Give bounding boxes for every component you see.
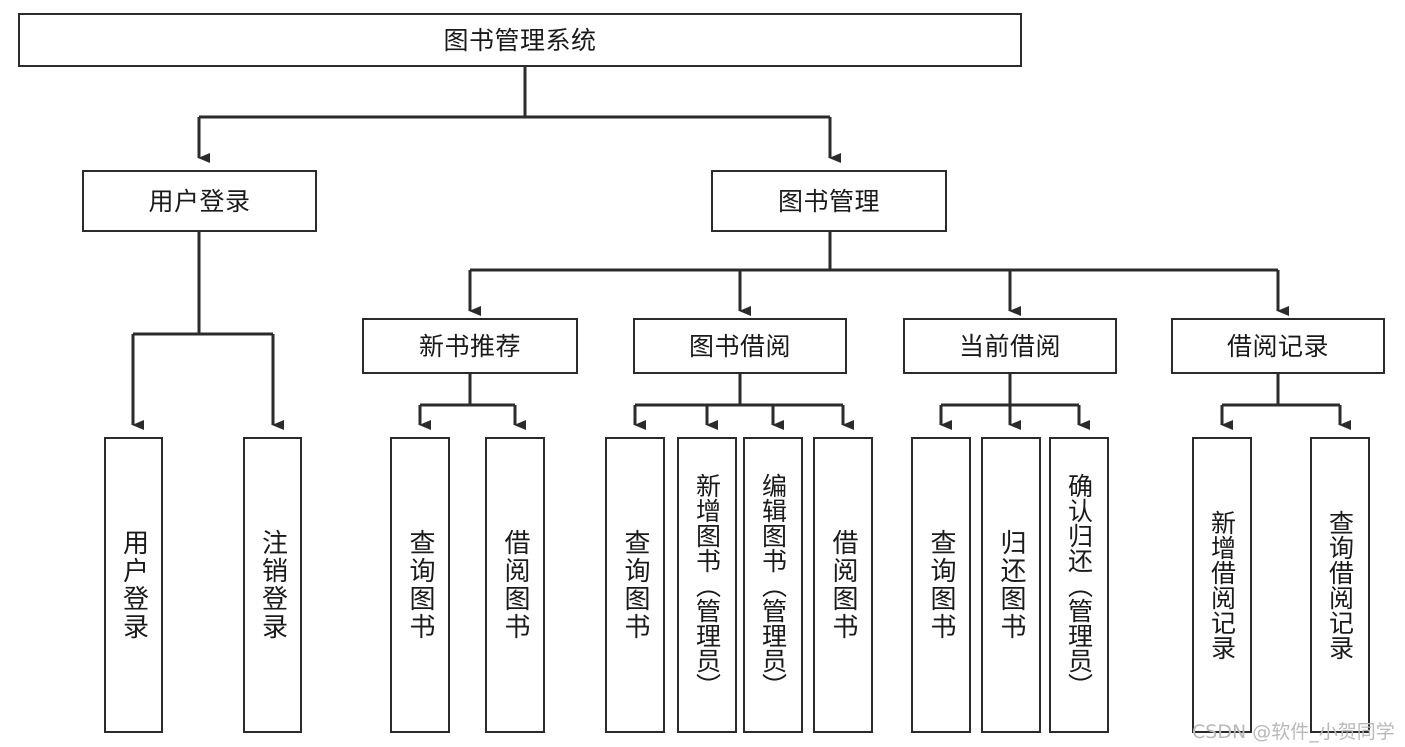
leaf-add-book-admin[interactable]: 新增图书（管理员）: [677, 437, 737, 733]
node-label: 查询图书: [620, 529, 650, 641]
node-label: 注销登录: [257, 529, 288, 641]
node-label: 用户登录: [118, 529, 149, 641]
node-book-borrow[interactable]: 图书借阅: [633, 318, 847, 374]
node-root-library-system[interactable]: 图书管理系统: [18, 13, 1022, 67]
leaf-query-books-current[interactable]: 查询图书: [911, 437, 971, 733]
node-label: 图书管理系统: [443, 25, 597, 55]
node-label: 借阅图书: [500, 529, 530, 641]
leaf-logout[interactable]: 注销登录: [243, 437, 302, 733]
leaf-borrow-books-recommend[interactable]: 借阅图书: [485, 437, 545, 733]
leaf-confirm-return-admin[interactable]: 确认归还（管理员）: [1049, 437, 1109, 733]
leaf-return-books[interactable]: 归还图书: [981, 437, 1041, 733]
leaf-query-books-borrow[interactable]: 查询图书: [605, 437, 665, 733]
node-book-management[interactable]: 图书管理: [711, 170, 947, 232]
node-label: 查询借阅记录: [1325, 510, 1355, 660]
csdn-watermark: CSDN @软件_小贺同学: [1192, 721, 1395, 743]
leaf-borrow-books[interactable]: 借阅图书: [813, 437, 873, 733]
node-new-book-recommend[interactable]: 新书推荐: [362, 318, 578, 374]
node-label: 借阅图书: [828, 529, 858, 641]
node-user-login[interactable]: 用户登录: [82, 170, 317, 232]
leaf-query-books-recommend[interactable]: 查询图书: [390, 437, 450, 733]
node-label: 查询图书: [405, 529, 435, 641]
node-current-borrow[interactable]: 当前借阅: [903, 318, 1117, 374]
node-label: 确认归还（管理员）: [1064, 472, 1094, 698]
node-label: 图书借阅: [688, 331, 791, 361]
node-borrow-records[interactable]: 借阅记录: [1171, 318, 1385, 374]
node-label: 新书推荐: [418, 331, 521, 361]
node-label: 编辑图书（管理员）: [758, 472, 788, 698]
node-label: 归还图书: [996, 529, 1026, 641]
leaf-user-login[interactable]: 用户登录: [104, 437, 163, 733]
node-label: 查询图书: [926, 529, 956, 641]
leaf-add-borrow-record[interactable]: 新增借阅记录: [1192, 437, 1252, 733]
node-label: 借阅记录: [1226, 331, 1329, 361]
node-label: 图书管理: [777, 186, 880, 216]
leaf-edit-book-admin[interactable]: 编辑图书（管理员）: [743, 437, 803, 733]
node-label: 新增图书（管理员）: [692, 472, 722, 698]
node-label: 新增借阅记录: [1207, 510, 1237, 660]
node-label: 当前借阅: [958, 331, 1061, 361]
leaf-query-borrow-record[interactable]: 查询借阅记录: [1310, 437, 1370, 733]
node-label: 用户登录: [148, 186, 251, 216]
